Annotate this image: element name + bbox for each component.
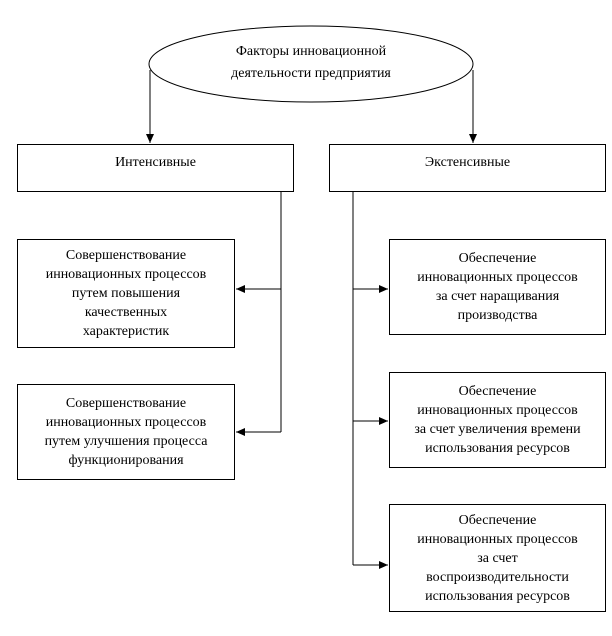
extensive-item-3: Обеспечение инновационных процессов за с… [389, 504, 606, 612]
extensive-item-2: Обеспечение инновационных процессов за с… [389, 372, 606, 468]
root-label: Факторы инновационной деятельности предп… [151, 30, 471, 96]
root-label-line2: деятельности предприятия [231, 66, 391, 81]
extensive-item-1-label: Обеспечение инновационных процессов за с… [417, 251, 578, 323]
extensive-item-1: Обеспечение инновационных процессов за с… [389, 239, 606, 335]
intensive-header: Интенсивные [17, 144, 294, 192]
root-ellipse [148, 25, 474, 103]
intensive-item-1: Совершенствование инновационных процессо… [17, 239, 235, 348]
intensive-header-label: Интенсивные [115, 155, 196, 170]
intensive-item-2-label: Совершенствование инновационных процессо… [44, 396, 208, 468]
extensive-item-3-label: Обеспечение инновационных процессов за с… [417, 512, 578, 604]
intensive-item-1-label: Совершенствование инновационных процессо… [45, 248, 207, 339]
intensive-item-2: Совершенствование инновационных процессо… [17, 384, 235, 480]
extensive-header: Экстенсивные [329, 144, 606, 192]
extensive-item-2-label: Обеспечение инновационных процессов за с… [414, 384, 581, 456]
root-label-line1: Факторы инновационной [235, 44, 387, 59]
extensive-header-label: Экстенсивные [424, 155, 511, 170]
